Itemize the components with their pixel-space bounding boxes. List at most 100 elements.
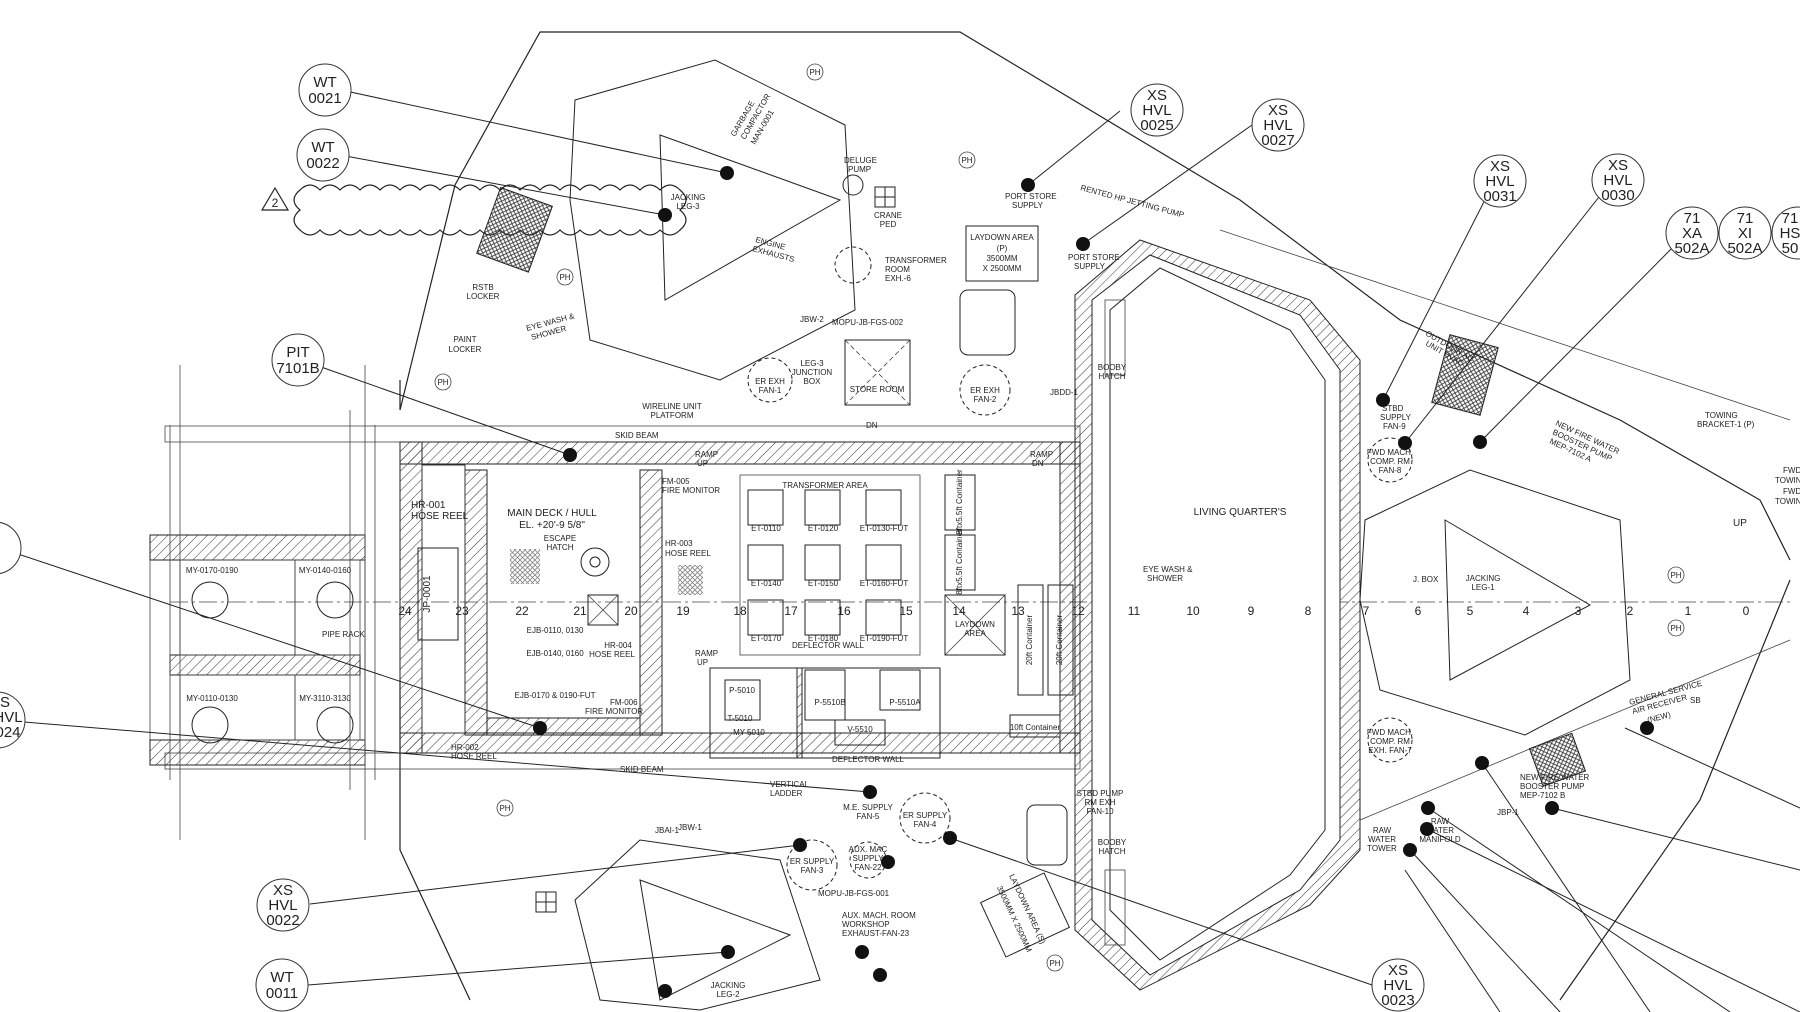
svg-text:HATCH: HATCH xyxy=(1099,372,1126,381)
svg-text:ET-0120: ET-0120 xyxy=(808,524,839,533)
svg-text:WT: WT xyxy=(270,969,293,986)
tag-xs-hvl-0022[interactable]: XS HVL 0022 xyxy=(256,878,310,932)
svg-text:7101B: 7101B xyxy=(276,360,319,377)
svg-text:ET-0140: ET-0140 xyxy=(751,579,782,588)
svg-text:JACKING: JACKING xyxy=(711,981,746,990)
svg-text:UP: UP xyxy=(1733,518,1747,529)
svg-text:DN: DN xyxy=(1032,459,1044,468)
svg-text:502A: 502A xyxy=(1674,240,1709,257)
svg-text:0030: 0030 xyxy=(1601,187,1634,204)
tag-partial-left[interactable] xyxy=(0,521,22,575)
svg-text:0: 0 xyxy=(1743,604,1750,618)
svg-text:71: 71 xyxy=(1684,210,1701,227)
tag-71-xi-502a[interactable]: 71 XI 502A xyxy=(1718,206,1772,260)
svg-text:LOCKER: LOCKER xyxy=(449,345,482,354)
svg-text:3: 3 xyxy=(1575,604,1582,618)
svg-text:HVL: HVL xyxy=(1485,173,1514,190)
svg-text:HS: HS xyxy=(1780,225,1800,242)
svg-text:XS: XS xyxy=(1147,87,1167,104)
svg-text:CRANE: CRANE xyxy=(874,211,902,220)
svg-text:MY-3110-3130: MY-3110-3130 xyxy=(299,694,351,703)
svg-text:RAW: RAW xyxy=(1373,826,1392,835)
svg-text:17: 17 xyxy=(784,604,798,618)
tag-71-hs-50[interactable]: 71 HS 50 xyxy=(1771,206,1800,260)
jacking-leg-1 xyxy=(1359,469,1631,736)
svg-text:FIRE MONITOR: FIRE MONITOR xyxy=(585,707,643,716)
svg-text:FAN-10: FAN-10 xyxy=(1086,807,1114,816)
svg-text:MY-0170-0190: MY-0170-0190 xyxy=(186,566,239,575)
tag-xs-hvl-0031[interactable]: XS HVL 0031 xyxy=(1473,154,1527,208)
svg-text:M.E. SUPPLY: M.E. SUPPLY xyxy=(843,803,893,812)
svg-text:EL. +20'-9 5/8": EL. +20'-9 5/8" xyxy=(519,520,585,531)
revision-triangle: 2 xyxy=(260,186,290,211)
svg-text:11: 11 xyxy=(1128,604,1141,618)
tag-xs-hvl-0024[interactable]: S HVL 024 xyxy=(0,691,26,749)
svg-text:MY-0140-0160: MY-0140-0160 xyxy=(299,566,352,575)
svg-text:4: 4 xyxy=(1523,604,1530,618)
svg-text:MOPU-JB-FGS-001: MOPU-JB-FGS-001 xyxy=(818,889,890,898)
svg-text:TRANSFORMER: TRANSFORMER xyxy=(885,256,947,265)
svg-text:ER EXH: ER EXH xyxy=(755,377,785,386)
svg-text:WORKSHOP: WORKSHOP xyxy=(842,920,890,929)
svg-text:EJB-0110, 0130: EJB-0110, 0130 xyxy=(527,626,584,635)
svg-text:XS: XS xyxy=(1608,157,1628,174)
svg-text:NEW FIRE WATER: NEW FIRE WATER xyxy=(1520,773,1590,782)
svg-text:20ft Container: 20ft Container xyxy=(1055,615,1064,666)
svg-text:WATER: WATER xyxy=(1368,835,1396,844)
svg-text:HVL: HVL xyxy=(1263,117,1292,134)
tag-pit-7101b[interactable]: PIT 7101B xyxy=(271,333,325,387)
svg-text:PORT STORE: PORT STORE xyxy=(1068,253,1120,262)
svg-text:JBW-1: JBW-1 xyxy=(678,823,702,832)
svg-text:LEG-1: LEG-1 xyxy=(1471,583,1495,592)
svg-text:ET-0190-FUT: ET-0190-FUT xyxy=(860,634,909,643)
svg-text:PORT STORE: PORT STORE xyxy=(1005,192,1057,201)
svg-text:SHOWER: SHOWER xyxy=(1147,574,1183,583)
tag-wt-0022[interactable]: WT 0022 xyxy=(296,128,350,182)
svg-text:TRANSFORMER AREA: TRANSFORMER AREA xyxy=(782,481,868,490)
svg-text:HR-002: HR-002 xyxy=(451,743,479,752)
left-platform xyxy=(149,365,376,840)
garbage-compactor-room xyxy=(476,186,553,273)
svg-text:1: 1 xyxy=(1685,604,1692,618)
svg-text:3500MM: 3500MM xyxy=(986,254,1017,263)
svg-text:14: 14 xyxy=(952,604,966,618)
svg-text:ET-0180: ET-0180 xyxy=(808,634,839,643)
tag-xs-hvl-0030[interactable]: XS HVL 0030 xyxy=(1591,153,1645,207)
tag-xs-hvl-0023[interactable]: XS HVL 0023 xyxy=(1371,958,1425,1012)
svg-text:P-5010: P-5010 xyxy=(729,686,755,695)
svg-text:HOSE REEL: HOSE REEL xyxy=(665,549,711,558)
pump-area xyxy=(709,667,941,759)
svg-text:JBDD-1: JBDD-1 xyxy=(1050,388,1079,397)
tag-wt-0011[interactable]: WT 0011 xyxy=(255,958,309,1012)
svg-text:LADDER: LADDER xyxy=(770,789,803,798)
svg-text:MANIFOLD: MANIFOLD xyxy=(1419,835,1461,844)
tag-xs-hvl-0027[interactable]: XS HVL 0027 xyxy=(1251,98,1305,152)
jacking-leg-3 xyxy=(569,59,896,381)
svg-text:20ft Container: 20ft Container xyxy=(1025,615,1034,666)
svg-text:PLATFORM: PLATFORM xyxy=(651,411,694,420)
tag-71-xa-502a[interactable]: 71 XA 502A xyxy=(1665,206,1719,260)
svg-text:T-5010: T-5010 xyxy=(728,714,753,723)
svg-text:UP: UP xyxy=(697,658,708,667)
svg-text:9: 9 xyxy=(1248,604,1255,618)
svg-text:FAN-9: FAN-9 xyxy=(1383,422,1406,431)
tag-xs-hvl-0025[interactable]: XS HVL 0025 xyxy=(1130,83,1184,137)
svg-text:RM EXH: RM EXH xyxy=(1084,798,1115,807)
tag-wt-0021[interactable]: WT 0021 xyxy=(298,63,352,117)
svg-text:V-5510: V-5510 xyxy=(847,725,873,734)
svg-text:FWD: FWD xyxy=(1783,487,1800,496)
jp-0001-box xyxy=(417,547,459,641)
svg-text:HVL: HVL xyxy=(1603,172,1632,189)
svg-text:JACKING: JACKING xyxy=(1466,574,1501,583)
svg-text:0025: 0025 xyxy=(1140,117,1173,134)
svg-text:FIRE MONITOR: FIRE MONITOR xyxy=(662,486,720,495)
svg-text:DN: DN xyxy=(866,421,878,430)
svg-text:EXHAUST-FAN-23: EXHAUST-FAN-23 xyxy=(842,929,910,938)
svg-text:JACKING: JACKING xyxy=(671,193,706,202)
svg-text:0021: 0021 xyxy=(308,90,341,107)
svg-text:X 2500MM: X 2500MM xyxy=(983,264,1022,273)
svg-text:HOSE REEL: HOSE REEL xyxy=(411,511,469,522)
svg-text:502A: 502A xyxy=(1727,240,1762,257)
svg-text:XS: XS xyxy=(273,882,293,899)
